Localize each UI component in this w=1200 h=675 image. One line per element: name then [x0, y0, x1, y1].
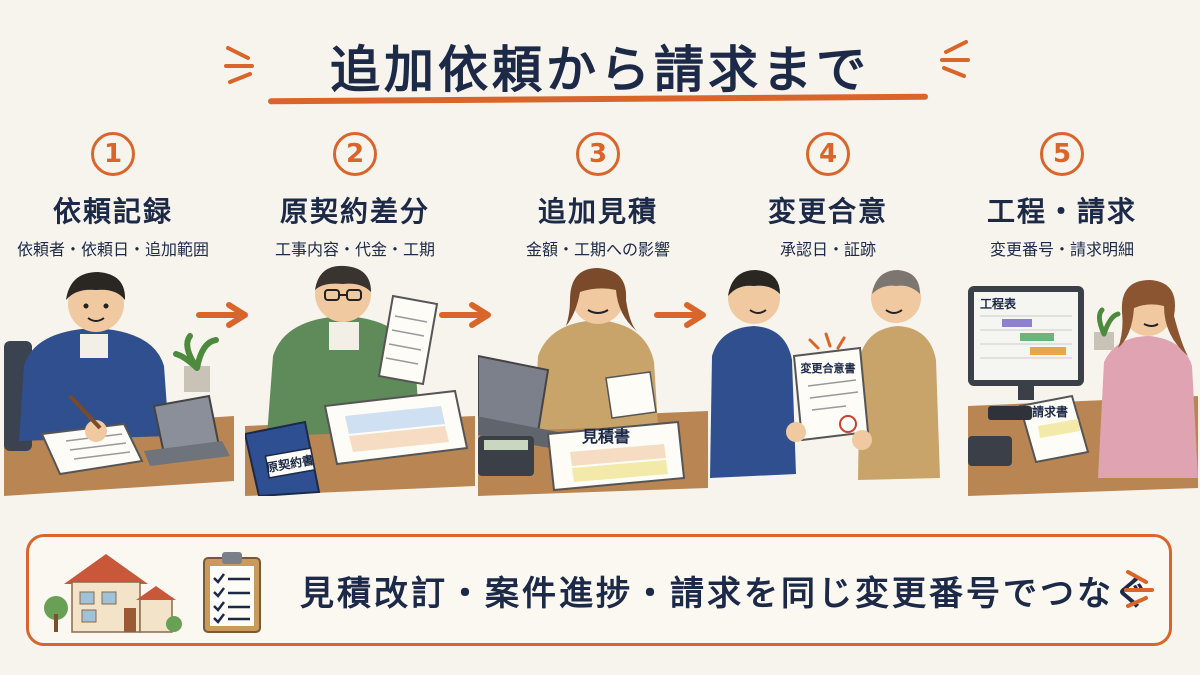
- step-subtitle: 依頼者・依頼日・追加範囲: [16, 240, 209, 259]
- page-title: 追加依頼から請求まで: [330, 41, 870, 99]
- scene-contract-diff: 原契約書: [245, 265, 475, 496]
- step-4: 4 変更合意 承認日・証跡: [713, 132, 943, 260]
- step-title: 追加見積: [537, 195, 658, 228]
- scene-request-record: [4, 272, 234, 496]
- spark-left-icon: [224, 46, 254, 84]
- step-number: 5: [1040, 132, 1084, 176]
- step-title: 変更合意: [767, 195, 888, 228]
- step-title: 原契約差分: [279, 195, 430, 228]
- estimate-label: 見積書: [581, 427, 630, 446]
- step-1: 1 依頼記録 依頼者・依頼日・追加範囲: [0, 132, 228, 260]
- house-icon: [44, 554, 182, 633]
- arrow-2-to-3-icon: [439, 302, 491, 328]
- step-3: 3 追加見積 金額・工期への影響: [483, 132, 713, 260]
- step-2: 2 原契約差分 工事内容・代金・工期: [240, 132, 470, 260]
- arrow-3-to-4-icon: [654, 302, 706, 328]
- step-title: 依頼記録: [52, 195, 173, 228]
- scene-change-agreement: 変更合意書: [710, 270, 940, 480]
- step-number: 4: [806, 132, 850, 176]
- invoice-label: 請求書: [1032, 404, 1068, 419]
- step-5: 5 工程・請求 変更番号・請求明細: [947, 132, 1177, 260]
- scene-additional-estimate: 見積書: [478, 268, 708, 496]
- spark-right-icon: [940, 40, 970, 78]
- agreement-doc-label: 変更合意書: [801, 361, 856, 375]
- step-number: 1: [91, 132, 135, 176]
- checklist-icon: [203, 552, 261, 633]
- scene-schedule-billing: 工程表 請求書: [968, 280, 1198, 496]
- arrow-1-to-2-icon: [196, 302, 248, 328]
- step-subtitle: 金額・工期への影響: [525, 240, 670, 259]
- summary-text: 見積改訂・案件進捗・請求を同じ変更番号でつなぐ: [300, 574, 1151, 614]
- step-subtitle: 工事内容・代金・工期: [274, 240, 435, 259]
- step-subtitle: 変更番号・請求明細: [989, 240, 1134, 259]
- schedule-label: 工程表: [980, 296, 1017, 311]
- step-title: 工程・請求: [986, 195, 1137, 228]
- spark-bottom-icon: [1124, 570, 1154, 608]
- step-number: 3: [576, 132, 620, 176]
- step-subtitle: 承認日・証跡: [779, 240, 876, 259]
- step-number: 2: [333, 132, 377, 176]
